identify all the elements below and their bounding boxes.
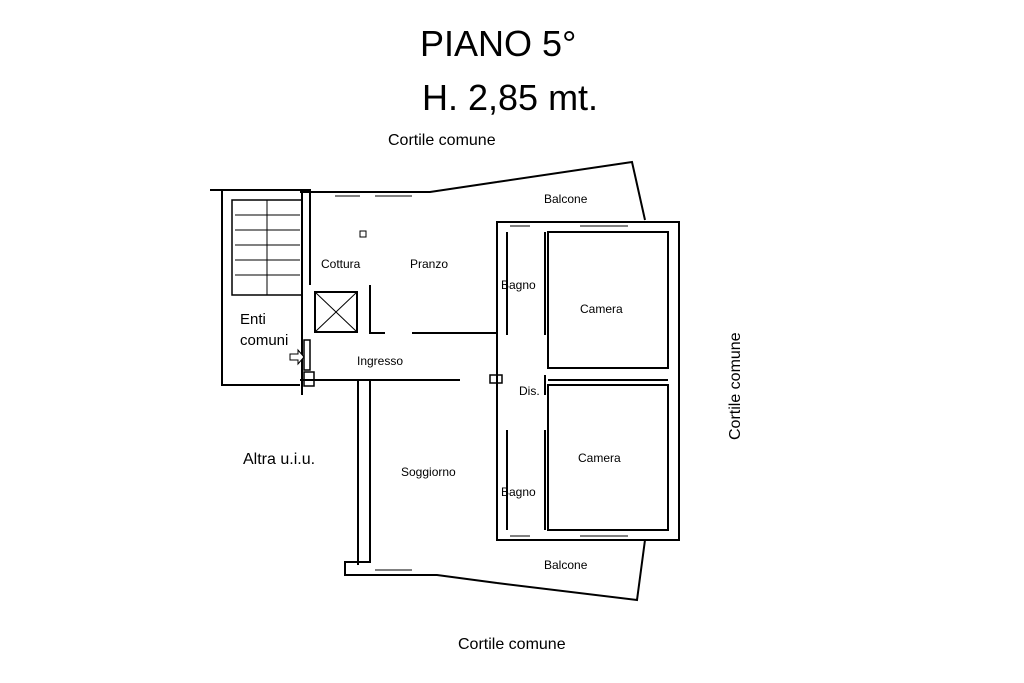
balcone-bottom-outline [496, 539, 646, 602]
apartment-top-wall [300, 181, 498, 193]
flue-marker [359, 230, 367, 238]
plan-title: PIANO 5° [420, 23, 577, 64]
living-left-wall [344, 380, 498, 584]
room-camera-top: Camera [580, 302, 623, 316]
room-soggiorno: Soggiorno [401, 465, 456, 479]
room-cottura: Cottura [321, 257, 361, 271]
label-right-courtyard: Cortile comune [727, 332, 744, 440]
label-other-unit: Altra u.i.u. [243, 451, 316, 468]
room-balcone-bottom: Balcone [544, 558, 588, 572]
balcone-top-outline [496, 160, 646, 221]
camera-top-wall [547, 231, 669, 369]
elevator-cross-2 [314, 291, 358, 333]
room-camera-bottom: Camera [578, 451, 621, 465]
stair-block-outline [210, 189, 311, 285]
elevator-shaft [314, 291, 358, 333]
stair-block-lower [221, 190, 300, 386]
kitchen-partition [369, 285, 385, 334]
entrance-arrow-icon [289, 348, 305, 366]
plan-height: H. 2,85 mt. [422, 77, 599, 118]
label-bottom-courtyard: Cortile comune [458, 636, 566, 653]
camera-bottom-wall [547, 384, 669, 531]
room-bagno-top: Bagno [501, 278, 536, 292]
room-bagno-bottom: Bagno [501, 485, 536, 499]
room-enti-comuni-line1: Enti [240, 311, 266, 328]
room-dis: Dis. [519, 384, 540, 398]
column-stub-1 [303, 339, 311, 371]
room-enti-comuni-line2: comuni [240, 332, 289, 349]
label-top-courtyard: Cortile comune [388, 132, 496, 149]
column-stub-2 [303, 371, 315, 387]
column-stub-3 [489, 374, 503, 384]
room-ingresso: Ingresso [357, 354, 404, 368]
room-balcone-top: Balcone [544, 192, 588, 206]
room-pranzo: Pranzo [410, 257, 449, 271]
bedroom-block [496, 221, 680, 541]
